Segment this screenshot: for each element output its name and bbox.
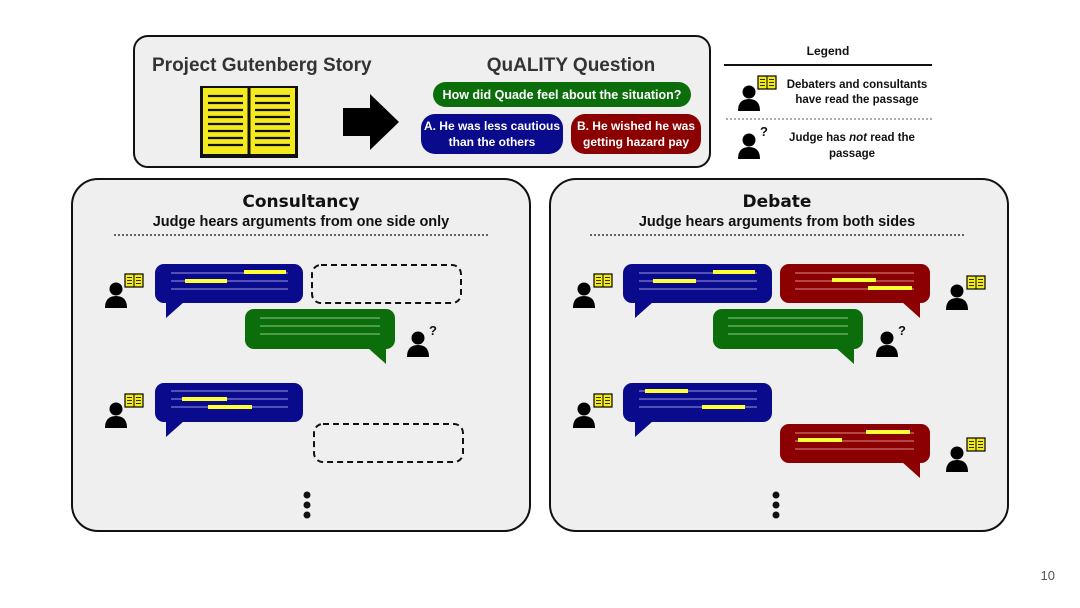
- answer-a-pill: [421, 114, 563, 154]
- judge-icon: ?: [407, 323, 437, 357]
- judge-message-bubble: [713, 309, 863, 364]
- consultant-message-bubble: [155, 264, 303, 318]
- debate-panel: Debate Judge hears arguments from both s…: [549, 178, 1009, 532]
- debater-a-message-bubble: [623, 264, 772, 318]
- legend: Legend Debaters and consultants have rea…: [724, 44, 932, 160]
- svg-text:?: ?: [429, 323, 437, 338]
- question-text: How did Quade feel about the situation?: [443, 88, 682, 102]
- book-icon: [200, 86, 298, 158]
- answer-b-pill: [571, 114, 701, 154]
- more-rounds-ellipsis: [303, 491, 311, 519]
- answer-a-line2: than the others: [449, 135, 536, 149]
- page-number: 10: [1041, 568, 1055, 583]
- consultancy-subtitle: Judge hears arguments from one side only: [153, 214, 450, 230]
- legend-debaters-line2: have read the passage: [795, 94, 918, 106]
- absent-opponent-placeholder: [313, 423, 464, 463]
- judge-legend-icon: ?: [738, 124, 768, 159]
- legend-judge-line2: passage: [829, 148, 875, 160]
- input-panel: Project Gutenberg Story QuALITY Question…: [133, 35, 711, 168]
- consultancy-title: Consultancy: [242, 192, 359, 212]
- answer-a-line1: A. He was less cautious: [424, 119, 560, 133]
- debater-b-message-bubble: [780, 264, 930, 318]
- question-pill: [433, 82, 691, 107]
- answer-b-line2: getting hazard pay: [583, 135, 689, 149]
- debater-legend-icon: [738, 75, 777, 111]
- more-rounds-ellipsis: [772, 491, 780, 519]
- svg-text:?: ?: [898, 323, 906, 338]
- legend-debaters-line1: Debaters and consultants: [787, 79, 928, 91]
- legend-judge-line1: Judge has not read the: [789, 132, 915, 144]
- story-label: Project Gutenberg Story: [152, 55, 372, 76]
- legend-title: Legend: [807, 44, 850, 58]
- consultant-message-bubble: [155, 383, 303, 437]
- svg-text:?: ?: [760, 124, 768, 139]
- debate-title: Debate: [743, 192, 812, 212]
- debate-subtitle: Judge hears arguments from both sides: [639, 214, 915, 230]
- judge-icon: ?: [876, 323, 906, 357]
- debater-a-message-bubble: [623, 383, 772, 437]
- judge-message-bubble: [245, 309, 395, 364]
- absent-opponent-placeholder: [311, 264, 462, 304]
- consultancy-panel: Consultancy Judge hears arguments from o…: [71, 178, 531, 532]
- arrow-right-icon: [343, 94, 399, 150]
- answer-b-line1: B. He wished he was: [577, 119, 695, 133]
- quality-label: QuALITY Question: [487, 55, 656, 76]
- debater-b-message-bubble: [780, 424, 930, 478]
